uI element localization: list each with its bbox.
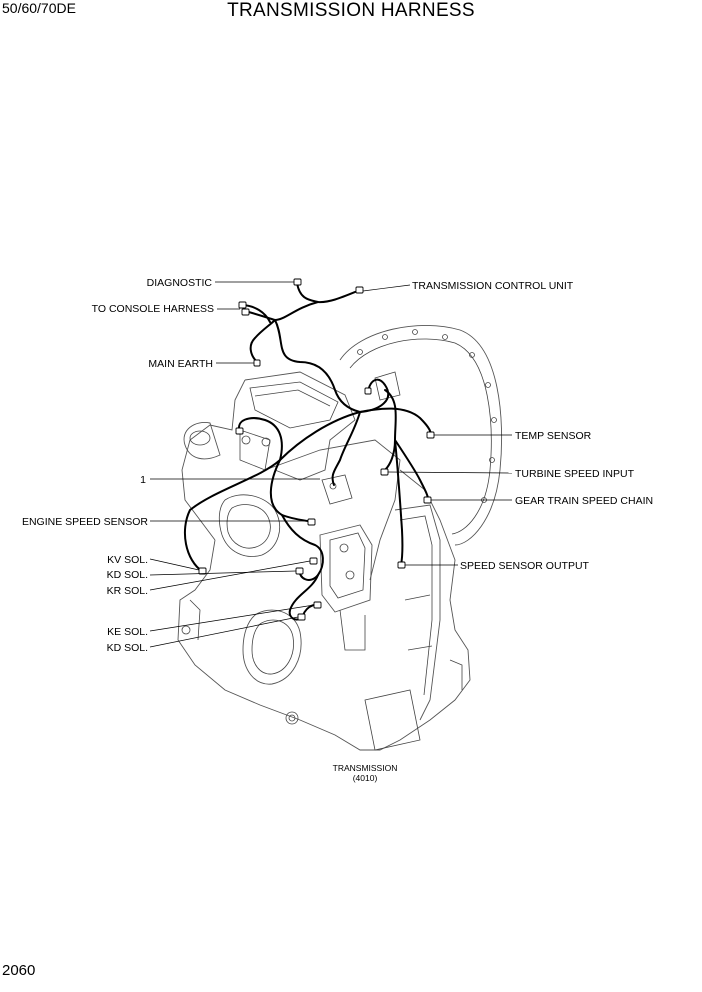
label-speed-sensor-output: SPEED SENSOR OUTPUT	[460, 560, 590, 572]
label-to-console-harness: TO CONSOLE HARNESS	[92, 303, 214, 315]
page-title: TRANSMISSION HARNESS	[227, 0, 475, 21]
caption-code: (4010)	[353, 773, 378, 783]
label-kd-sol-lower: KD SOL.	[107, 642, 148, 654]
label-callout-1: 1	[140, 474, 146, 486]
label-diagnostic: DIAGNOSTIC	[147, 277, 213, 289]
label-turbine-speed-input: TURBINE SPEED INPUT	[515, 468, 635, 480]
label-kd-sol-upper: KD SOL.	[107, 569, 148, 581]
label-temp-sensor: TEMP SENSOR	[515, 430, 592, 442]
caption-name: TRANSMISSION	[333, 763, 398, 773]
label-transmission-control-unit: TRANSMISSION CONTROL UNIT	[412, 280, 574, 292]
label-engine-speed-sensor: ENGINE SPEED SENSOR	[22, 516, 148, 528]
diagram-caption: TRANSMISSION (4010)	[333, 763, 398, 783]
label-main-earth: MAIN EARTH	[148, 358, 213, 370]
leader-lines	[149, 281, 513, 648]
harness-connectors	[198, 278, 435, 621]
page-number: 2060	[2, 962, 36, 979]
harness-wires	[183, 282, 432, 621]
label-kr-sol: KR SOL.	[107, 585, 148, 597]
label-gear-train-speed-chain: GEAR TRAIN SPEED CHAIN	[515, 495, 653, 507]
model-number: 50/60/70DE	[2, 0, 76, 16]
label-ke-sol: KE SOL.	[107, 626, 148, 638]
label-kv-sol: KV SOL.	[107, 554, 148, 566]
component-labels: DIAGNOSTIC TO CONSOLE HARNESS MAIN EARTH…	[22, 277, 653, 654]
transmission-housing	[177, 324, 503, 751]
